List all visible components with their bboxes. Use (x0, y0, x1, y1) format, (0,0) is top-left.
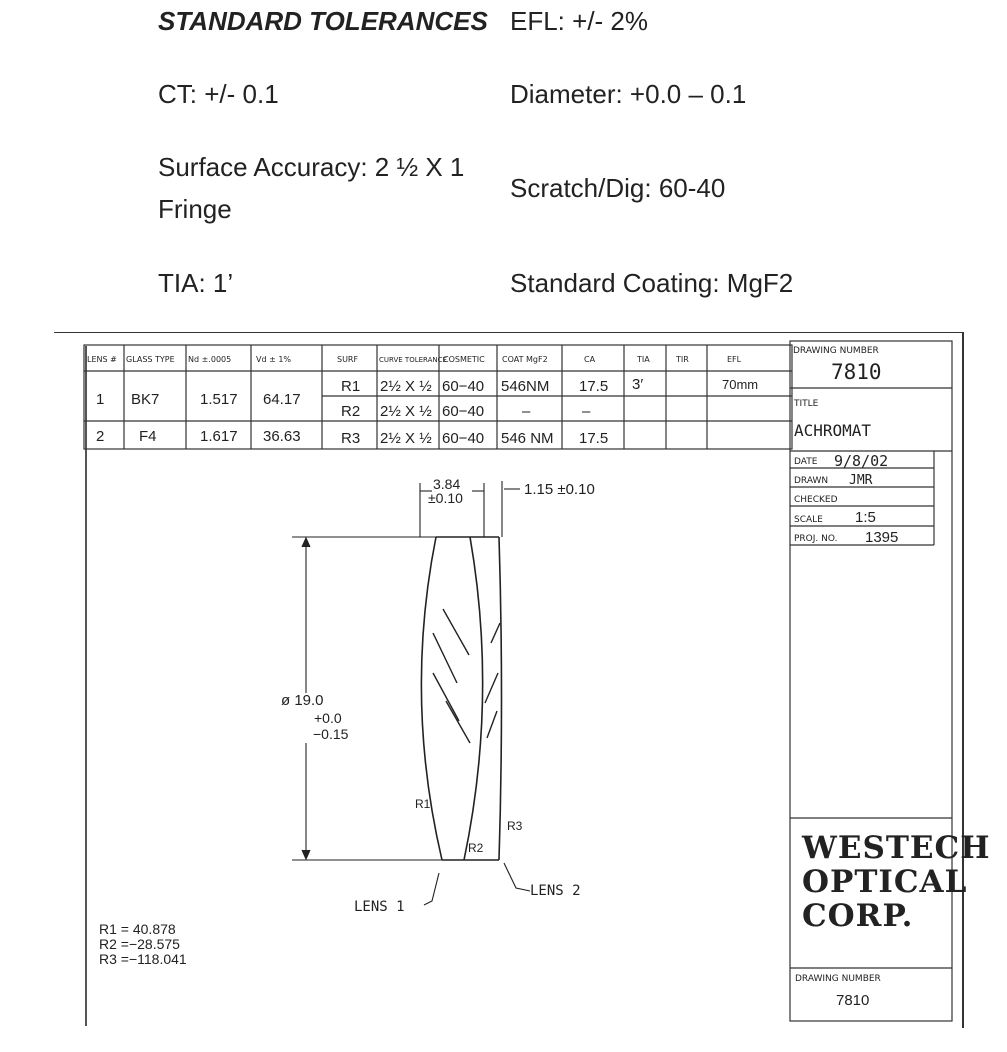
r2-label: R2 (468, 841, 484, 855)
r1-ca: 17.5 (579, 378, 608, 395)
r3-ca: 17.5 (579, 430, 608, 447)
diameter-tol-plus: +0.0 (314, 710, 342, 726)
lens1-nd: 1.517 (200, 391, 238, 408)
lens-drawing: LENS # GLASS TYPE Nd ±.0005 Vd ± 1% SURF… (54, 332, 990, 1028)
proj-value: 1395 (865, 529, 898, 546)
r1-coat: 546NM (501, 378, 549, 395)
header-surf: SURF (337, 355, 358, 364)
surface-accuracy-line1: Surface Accuracy: 2 ½ X 1 (158, 152, 465, 182)
drawn-label: DRAWN (794, 476, 828, 486)
dimension-lines (292, 481, 531, 906)
diameter-tolerance: Diameter: +0.0 – 0.1 (510, 79, 747, 109)
bottom-drawing-number-label: DRAWING NUMBER (795, 974, 881, 984)
header-tia: TIA (636, 355, 650, 364)
r2-surf: R2 (341, 403, 360, 420)
spec-table-grid (83, 344, 793, 450)
bottom-drawing-number: 7810 (836, 992, 869, 1009)
scale-value: 1:5 (855, 509, 876, 526)
lens2-label: LENS 2 (530, 883, 581, 899)
header-nd: Nd ±.0005 (188, 355, 231, 364)
scratch-dig: Scratch/Dig: 60-40 (510, 173, 726, 203)
checked-label: CHECKED (794, 495, 838, 505)
company-line3: CORP. (802, 898, 914, 934)
r2-cosmetic: 60−40 (442, 403, 484, 420)
header-cosmetic: COSMETIC (443, 355, 485, 364)
title-label: TITLE (793, 399, 819, 409)
r3-curve: 2½ X ½ (380, 430, 432, 447)
company-line1: WESTECH (802, 830, 991, 866)
ct1-value: 3.84 (433, 476, 460, 492)
r3-cosmetic: 60−40 (442, 430, 484, 447)
lens1-glass: BK7 (131, 391, 159, 408)
lens1-number: 1 (96, 391, 104, 408)
r2-coat: – (522, 403, 531, 420)
r2-curve: 2½ X ½ (380, 403, 432, 420)
header-curve: CURVE TOLERANCE (379, 356, 447, 364)
r3-coat: 546 NM (501, 430, 554, 447)
title-block-grid (789, 340, 953, 1022)
drawn-value: JMR (849, 473, 873, 488)
header-efl: EFL (727, 355, 742, 364)
radius-r2: R2 =−28.575 (99, 936, 180, 952)
lens2-glass: F4 (139, 428, 157, 445)
drawing-canvas: LENS # GLASS TYPE Nd ±.0005 Vd ± 1% SURF… (83, 340, 953, 1022)
lens-rows: 1 BK7 1.517 64.17 2 F4 1.617 36.63 (96, 391, 301, 445)
title-block: DRAWING NUMBER 7810 TITLE ACHROMAT DATE … (793, 346, 898, 1009)
r1-label: R1 (415, 797, 431, 811)
drawing-number: 7810 (831, 360, 882, 384)
scale-label: SCALE (794, 515, 823, 525)
drawing-title: ACHROMAT (794, 421, 871, 440)
company-line2: OPTICAL (802, 864, 968, 900)
dimension-labels: 3.84 ±0.10 1.15 ±0.10 ø 19.0 +0.0 −0.15 … (281, 476, 595, 915)
lens-outline (420, 536, 503, 861)
diameter-value: ø 19.0 (281, 692, 324, 709)
surface-accuracy-line2: Fringe (158, 194, 232, 224)
tia-tolerance: TIA: 1’ (158, 268, 234, 298)
header-lens: LENS # (87, 355, 117, 364)
r1-surf: R1 (341, 378, 360, 395)
header-coat: COAT MgF2 (502, 355, 548, 364)
header-glass: GLASS TYPE (126, 355, 175, 364)
proj-label: PROJ. NO. (794, 534, 837, 544)
radius-r1: R1 = 40.878 (99, 921, 176, 937)
r1-curve: 2½ X ½ (380, 378, 432, 395)
coating: Standard Coating: MgF2 (510, 268, 794, 298)
date-value: 9/8/02 (834, 452, 888, 470)
sheet-left-border (85, 346, 87, 1026)
drawing-number-label: DRAWING NUMBER (793, 346, 879, 356)
header-tir: TIR (675, 355, 689, 364)
efl-tolerance: EFL: +/- 2% (510, 6, 648, 36)
tolerances-heading: STANDARD TOLERANCES (158, 6, 488, 36)
r3-surf: R3 (341, 430, 360, 447)
ct-tolerance: CT: +/- 0.1 (158, 79, 279, 109)
ct1-tolerance: ±0.10 (428, 490, 463, 506)
r2-ca: – (582, 403, 591, 420)
radius-r3: R3 =−118.041 (99, 951, 187, 967)
lens2-number: 2 (96, 428, 104, 445)
lens1-vd: 64.17 (263, 391, 301, 408)
r1-tia: 3′ (632, 376, 643, 393)
r3-label: R3 (507, 819, 523, 833)
ct2-value: 1.15 ±0.10 (524, 481, 595, 498)
diameter-tol-minus: −0.15 (313, 726, 349, 742)
date-label: DATE (794, 457, 818, 467)
header-vd: Vd ± 1% (256, 355, 291, 364)
surface-rows: R1 2½ X ½ 60−40 546NM 17.5 3′ 70mm R2 2½… (341, 376, 758, 447)
lens1-label: LENS 1 (354, 899, 405, 915)
header-ca: CA (584, 355, 596, 364)
table-headers: LENS # GLASS TYPE Nd ±.0005 Vd ± 1% SURF… (87, 355, 742, 364)
lens2-vd: 36.63 (263, 428, 301, 445)
lens2-nd: 1.617 (200, 428, 238, 445)
company-name: WESTECH OPTICAL CORP. (802, 831, 991, 933)
r1-efl: 70mm (722, 377, 758, 392)
r1-cosmetic: 60−40 (442, 378, 484, 395)
lens-hatching (432, 608, 501, 744)
surface-accuracy: Surface Accuracy: 2 ½ X 1 Fringe (158, 146, 464, 230)
radii-list: R1 = 40.878 R2 =−28.575 R3 =−118.041 (99, 921, 187, 967)
